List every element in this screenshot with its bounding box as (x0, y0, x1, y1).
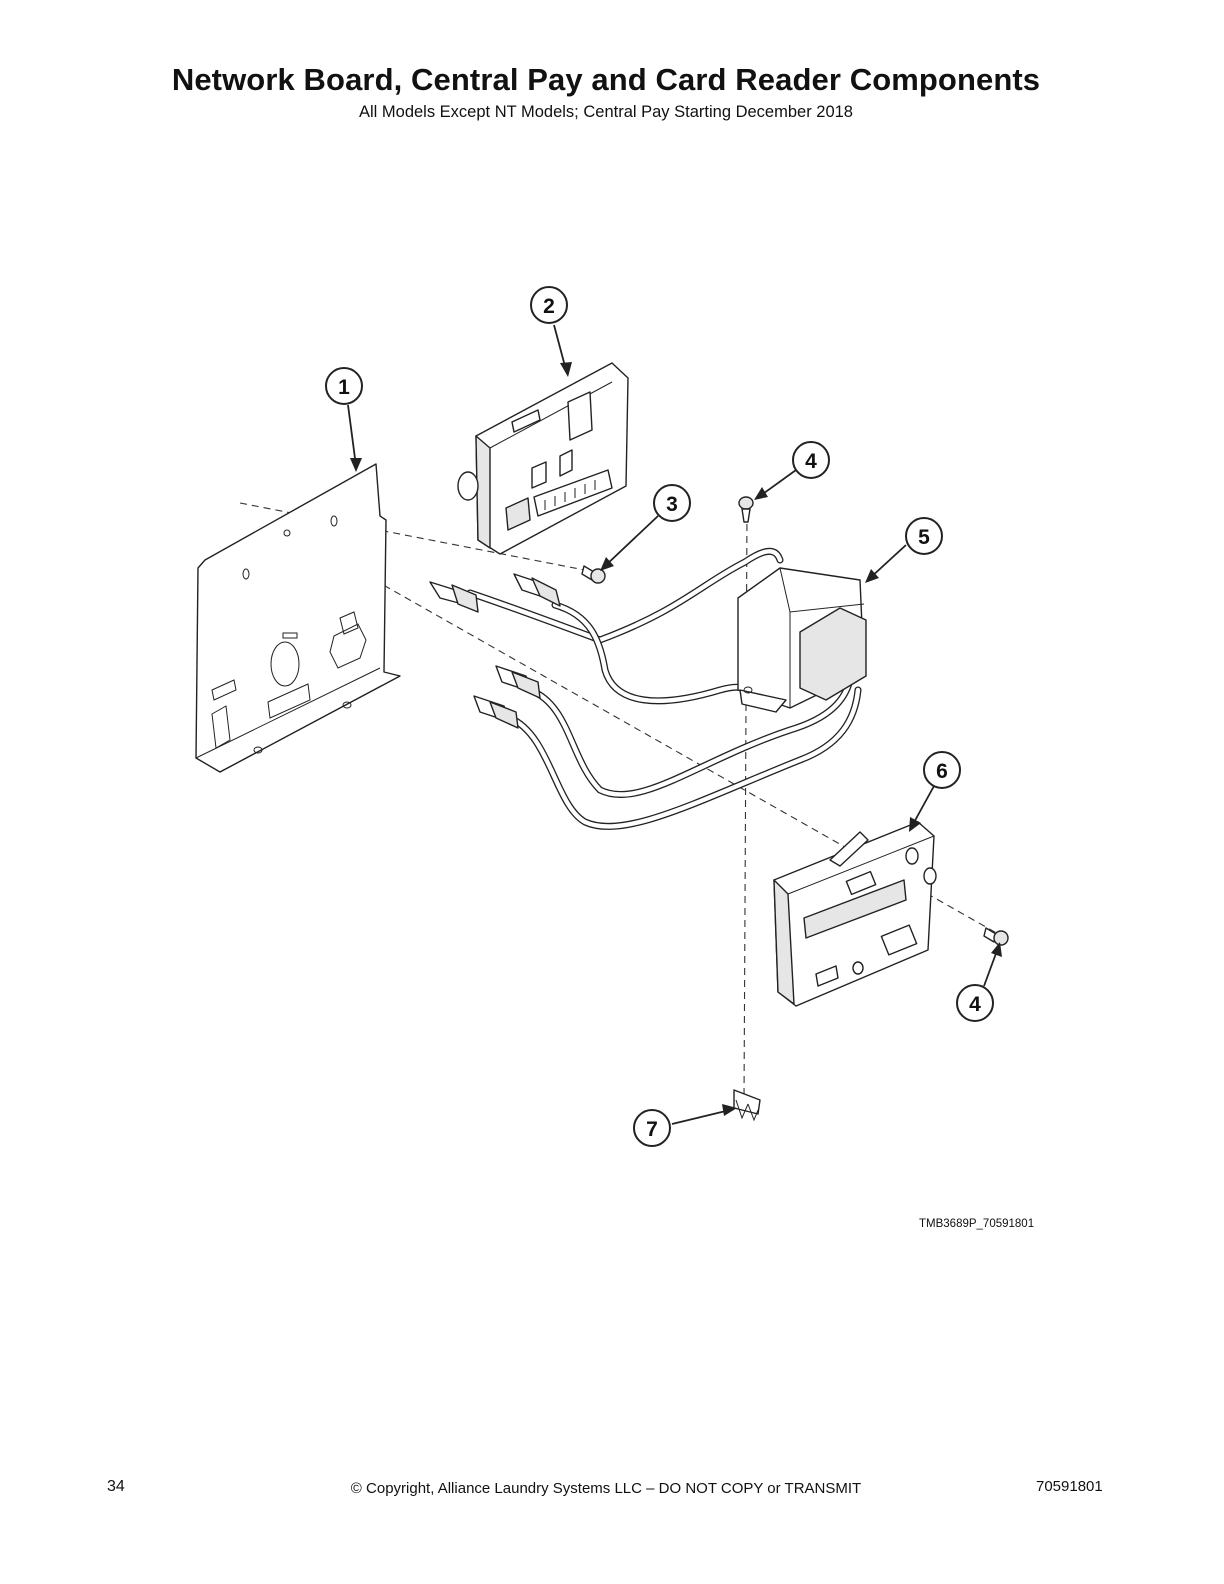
callout-2: 2 (530, 286, 568, 324)
callout-label: 5 (918, 526, 930, 549)
callout-6: 6 (923, 751, 961, 789)
callout-5: 5 (905, 517, 943, 555)
callout-4-bottom: 4 (956, 984, 994, 1022)
screw (983, 927, 1009, 946)
callout-3: 3 (653, 484, 691, 522)
page-subtitle: All Models Except NT Models; Central Pay… (358, 103, 853, 121)
mounting-bracket (195, 463, 401, 773)
callout-1: 1 (325, 367, 363, 405)
callout-label: 3 (666, 493, 678, 516)
document-number: 70591801 (1036, 1478, 1103, 1495)
callout-4-top: 4 (792, 441, 830, 479)
wire-harness (429, 547, 862, 830)
page-number: 34 (107, 1478, 125, 1495)
callout-label: 4 (969, 993, 981, 1016)
page-title: Network Board, Central Pay and Card Read… (171, 62, 1041, 97)
callout-label: 7 (646, 1118, 658, 1141)
copyright-notice: © Copyright, Alliance Laundry Systems LL… (350, 1480, 862, 1497)
callout-label: 4 (805, 450, 817, 473)
figure-code: TMB3689P_70591801 (919, 1218, 1035, 1230)
screw (738, 496, 754, 523)
leader-lines (347, 324, 1002, 1125)
clip (733, 1089, 761, 1122)
callout-7: 7 (633, 1109, 671, 1147)
callout-label: 6 (936, 760, 948, 783)
card-reader-board (773, 821, 937, 1007)
network-board (457, 362, 629, 555)
callout-label: 2 (543, 295, 555, 318)
callout-label: 1 (338, 376, 350, 399)
transformer (737, 567, 867, 713)
screw (581, 565, 606, 584)
